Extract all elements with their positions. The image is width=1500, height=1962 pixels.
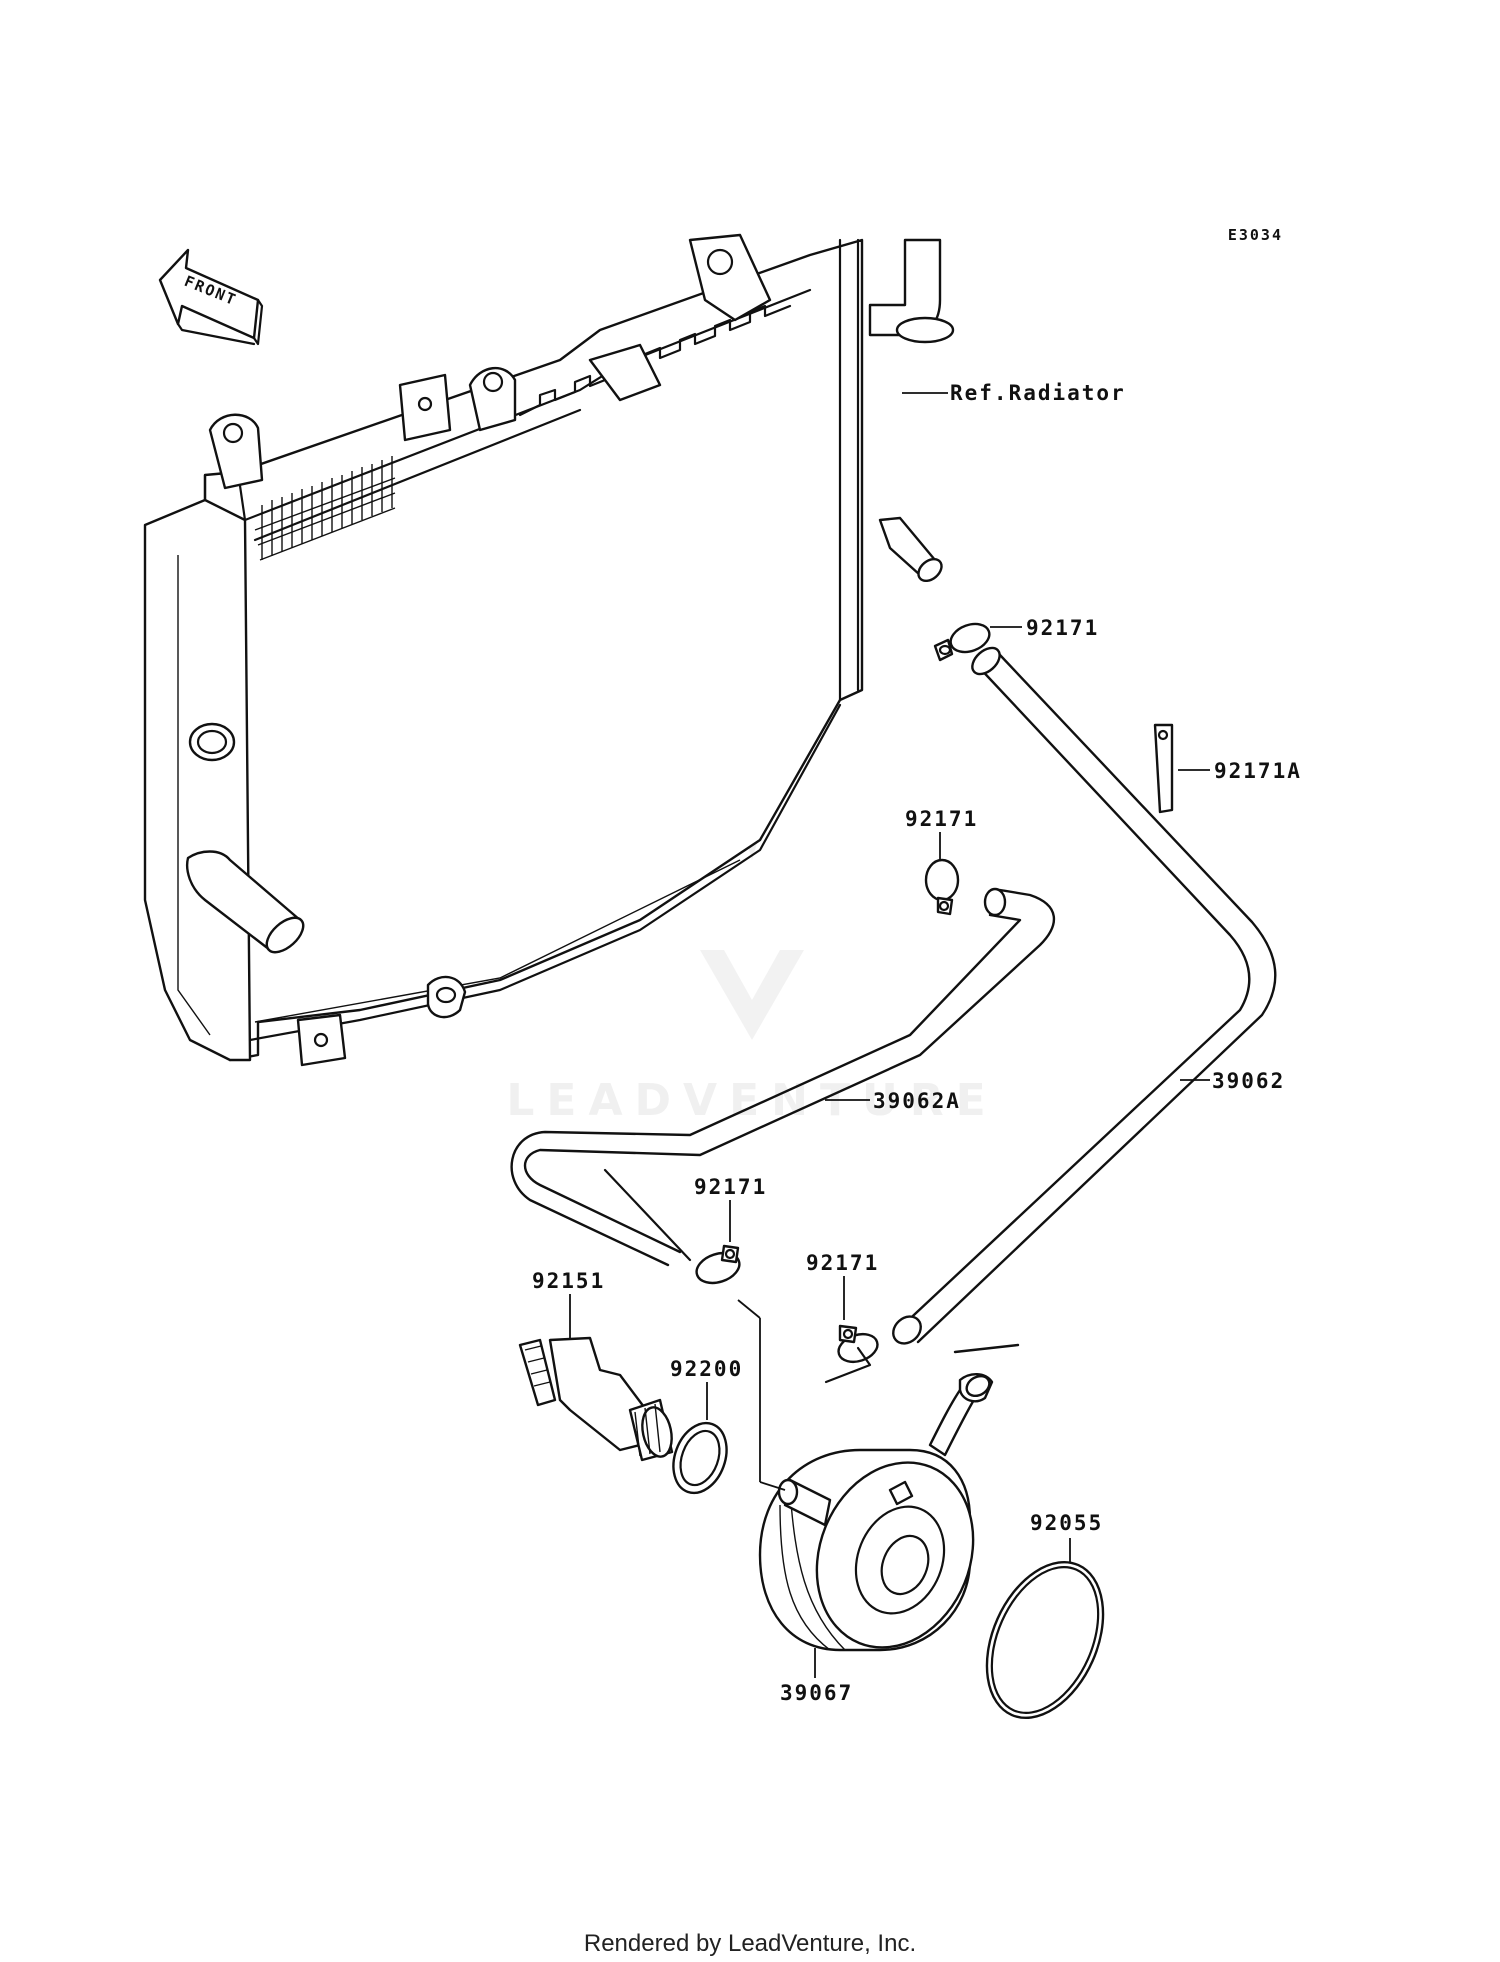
footer-credit: Rendered by LeadVenture, Inc.: [583, 1930, 917, 1957]
label-hose-39062: 39062: [1212, 1069, 1285, 1093]
watermark-text: LEADVENTURE: [506, 1075, 997, 1126]
label-clamp-lower-right: 92171: [806, 1251, 879, 1275]
clamp-lower-left: [695, 1244, 741, 1285]
o-ring: [985, 1560, 1105, 1720]
label-clamp-mid: 92171: [905, 807, 978, 831]
clamp-top: [933, 622, 991, 662]
gasket: [672, 1421, 728, 1495]
label-band-clamp: 92171A: [1214, 759, 1302, 783]
label-oil-cooler: 39067: [780, 1681, 853, 1705]
label-o-ring: 92055: [1030, 1511, 1103, 1535]
radiator-cap-fitting: [188, 722, 236, 762]
clamp-mid: [924, 858, 960, 916]
diagram-code: E3034: [1228, 226, 1283, 244]
label-hose-39062A: 39062A: [873, 1089, 961, 1113]
radiator: [143, 233, 955, 1067]
watermark-logo: LEADVENTURE: [506, 760, 997, 1126]
hose-39062A: [510, 887, 1056, 1267]
fitting-bolt: [518, 1336, 674, 1462]
reference-label: Ref.Radiator: [950, 381, 1126, 405]
oil-cooler: [758, 1343, 1020, 1652]
hose-39062: [892, 646, 1277, 1345]
radiator-outlet-pipe: [186, 850, 305, 954]
label-fitting-bolt: 92151: [532, 1269, 605, 1293]
band-clamp: [1153, 723, 1174, 814]
front-arrow-icon: FRONT: [158, 248, 264, 346]
label-clamp-top: 92171: [1026, 616, 1099, 640]
label-clamp-lower-left: 92171: [694, 1175, 767, 1199]
label-gasket: 92200: [670, 1357, 743, 1381]
radiator-fins: [254, 456, 396, 561]
clamp-lower-right: [824, 1324, 879, 1384]
